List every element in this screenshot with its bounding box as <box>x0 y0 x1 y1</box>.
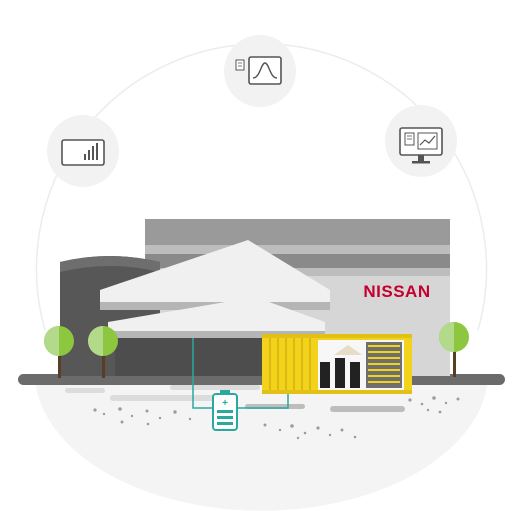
battery-connection-lines <box>192 338 289 409</box>
battery-icon: + <box>212 390 238 431</box>
desktop-analytics-icon <box>385 105 457 177</box>
bell-curve-graph-icon <box>224 35 296 107</box>
ground-bowl <box>18 374 505 511</box>
bar-chart-monitor-icon <box>47 115 119 187</box>
svg-text:+: + <box>222 398 228 409</box>
gravel-dots <box>93 396 460 440</box>
tree-left-2 <box>88 326 118 378</box>
battery-storage-container <box>262 334 412 394</box>
nissan-sign: NISSAN <box>363 282 430 301</box>
tree-right <box>439 322 469 377</box>
tree-left-1 <box>44 326 74 378</box>
